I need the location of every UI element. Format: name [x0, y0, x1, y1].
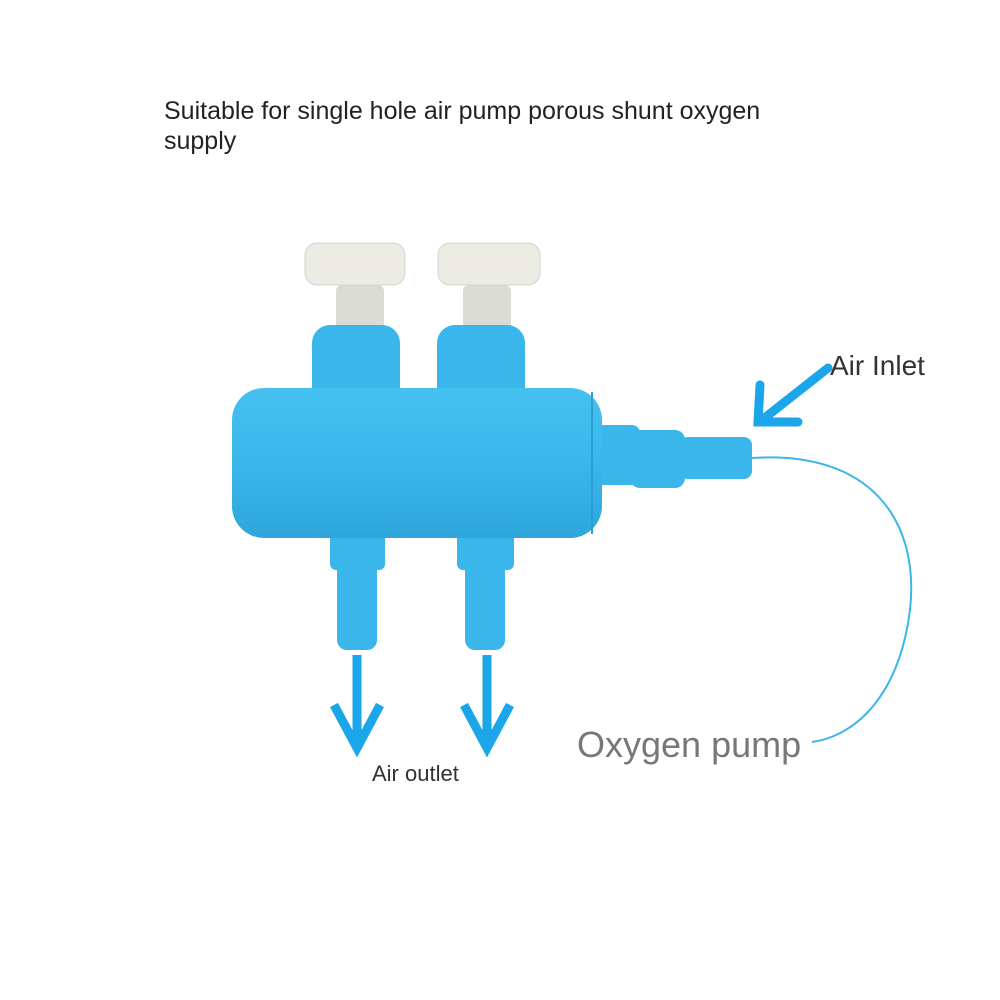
- air-tube: [751, 456, 913, 743]
- valve-knob: [304, 242, 406, 330]
- inlet-arrow-icon: [753, 363, 833, 427]
- outlet-nozzle: [330, 530, 385, 650]
- product-caption: Suitable for single hole air pump porous…: [164, 97, 761, 155]
- air-outlet-label: Air outlet: [372, 761, 459, 786]
- inlet-nozzle: [595, 425, 752, 488]
- outlet-arrow-icon: [330, 655, 384, 758]
- outlet-arrow-icon: [460, 655, 514, 758]
- oxygen-pump-label: Oxygen pump: [577, 724, 802, 765]
- outlet-nozzle: [457, 530, 514, 650]
- valve-knob: [437, 242, 541, 330]
- manifold-body: [232, 388, 602, 538]
- air-inlet-label: Air Inlet: [830, 350, 925, 381]
